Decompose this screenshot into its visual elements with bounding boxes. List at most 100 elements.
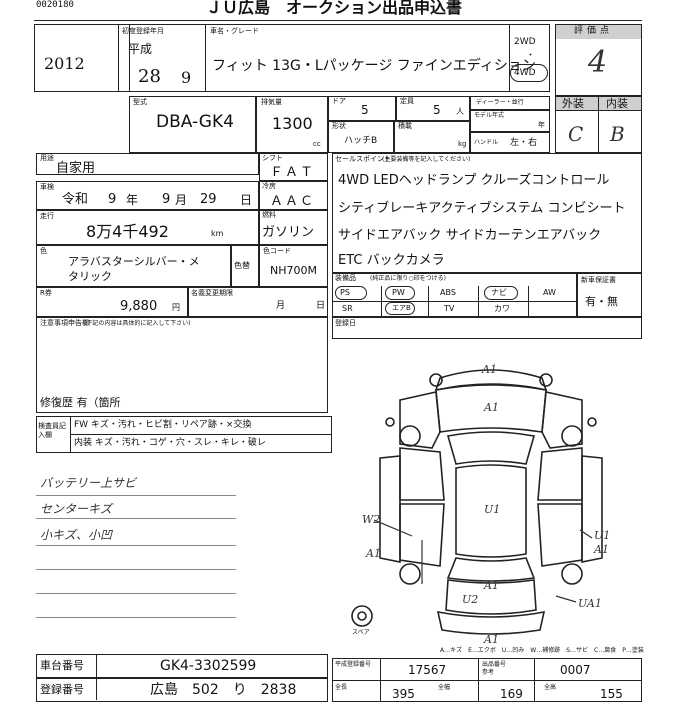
- selling-points-label: セールスポイント: [335, 155, 391, 163]
- color-value-line1: アラバスターシルバー・メ: [68, 255, 200, 268]
- damage-legend: A…キズ E…エクボ U…凹み W…補修跡 S…サビ C…腐食 P…塗装: [440, 647, 644, 654]
- aircon-box: [259, 181, 328, 210]
- selling-point-4: ETC バックカメラ: [338, 253, 445, 268]
- shift-value: ＦＡＴ: [270, 165, 316, 180]
- inspection-year-unit: 年: [126, 193, 139, 207]
- equip-sr: SR: [342, 304, 353, 313]
- interior-grade: B: [610, 122, 625, 146]
- equip-airbag: エアB: [392, 304, 411, 312]
- bottom-label-5: 全高: [544, 684, 557, 691]
- body-form-box: [328, 121, 394, 153]
- model-name-label: 車名・グレード: [210, 27, 259, 35]
- fuel-box: [259, 210, 328, 245]
- drive-dot: ・: [526, 51, 536, 61]
- mark-front-bumper: A1: [482, 363, 497, 376]
- selling-point-3: サイドエアバック サイドカーテンエアバック: [338, 228, 602, 243]
- drive-4wd: 4WD: [514, 68, 536, 78]
- aircon-label: 冷房: [262, 182, 276, 190]
- capacity-label: 定員: [400, 97, 414, 105]
- selling-points-hint: (主要装備等を記入してください): [382, 156, 471, 163]
- aircon-value: ＡＡＣ: [270, 194, 316, 209]
- displacement-box: [256, 96, 328, 153]
- new-car-warranty-box: [577, 273, 642, 317]
- equip-leather: カワ: [494, 304, 510, 313]
- type-code-value: DBA-GK4: [156, 112, 234, 132]
- color-value-line2: タリック: [68, 270, 112, 283]
- first-reg-month: 9: [181, 68, 192, 87]
- equip-pw: PW: [392, 288, 405, 297]
- mileage-label: 走行: [40, 212, 54, 220]
- rating-label: 評価点: [574, 26, 614, 36]
- rating-box: [555, 24, 642, 96]
- bottom-label-4: 全幅: [438, 684, 451, 691]
- car-damage-diagram: [351, 369, 603, 635]
- body-form-value: ハッチB: [344, 136, 378, 146]
- name-change-month: 月: [276, 301, 286, 311]
- color-code-box: [259, 245, 328, 287]
- selling-point-1: 4WD LEDヘッドランプ クルーズコントロール: [338, 173, 610, 188]
- color-box: [36, 245, 231, 287]
- load-label: 積載: [398, 122, 412, 130]
- inspection-month-unit: 月: [175, 193, 188, 207]
- bottom-value-4: 169: [500, 687, 523, 701]
- first-reg-label: 初度登録年月: [122, 27, 164, 35]
- displacement-value: 1300: [272, 114, 313, 133]
- first-reg-era: 平成: [128, 42, 153, 56]
- chassis-value: GK4-3302599: [160, 658, 257, 674]
- recycle-unit: 円: [172, 303, 180, 312]
- recycle-box: [36, 287, 188, 317]
- new-car-warranty-value: 有・無: [585, 295, 618, 308]
- inspection-day: 29: [200, 192, 217, 207]
- recycle-label: R券: [40, 289, 52, 297]
- defects-row-1: FW キズ・汚れ・ヒビ割・リペア跡・×交換: [74, 420, 252, 430]
- displacement-unit: cc: [313, 140, 321, 148]
- inspector-label: 検査員記入欄: [38, 422, 66, 439]
- mark-right-rear: A1: [594, 543, 609, 556]
- capacity-unit: 人: [456, 107, 464, 116]
- bottom-value-3: 395: [392, 687, 415, 701]
- fuel-value: ガソリン: [262, 225, 315, 240]
- year-box: [34, 24, 130, 92]
- drive-4wd-circle: [510, 64, 548, 82]
- type-code-box: [129, 96, 256, 153]
- handle-value: 左・右: [510, 138, 538, 148]
- inspection-month: 9: [162, 192, 171, 207]
- inspection-year: 9: [108, 192, 117, 207]
- dealer-label: ディーラー・並行: [476, 99, 524, 106]
- inspection-era: 令和: [62, 192, 89, 207]
- recycle-value: 9,880: [120, 299, 158, 314]
- type-code-label: 型式: [133, 98, 147, 106]
- handwritten-note-3: 小キズ、小凹: [40, 528, 113, 542]
- defects-row-2: 内装 キズ・汚れ・コゲ・穴・スレ・キレ・破レ: [74, 438, 266, 448]
- mileage-box: [36, 210, 259, 245]
- interior-label: 内装: [606, 97, 628, 110]
- dealer-box: [470, 96, 550, 110]
- paint-change-label: 色替: [234, 261, 250, 270]
- equip-abs: ABS: [440, 288, 456, 297]
- load-unit: kg: [458, 140, 467, 148]
- color-code-label: 色コード: [263, 247, 291, 255]
- load-box: [394, 121, 470, 153]
- shift-box: [259, 153, 328, 181]
- color-label: 色: [40, 247, 47, 255]
- reg-date-label: 登録日: [335, 319, 356, 327]
- selling-point-2: シティブレーキアクティブシステム コンビシート: [338, 201, 626, 216]
- displacement-label: 排気量: [261, 98, 282, 106]
- bottom-value-1: 17567: [408, 663, 447, 677]
- serial-number: 0020180: [36, 0, 74, 10]
- spare-label: スペア: [352, 629, 370, 636]
- mark-rear: A1: [484, 633, 499, 646]
- inspection-day-unit: 日: [240, 193, 253, 207]
- equipment-hint: (純正品に限り○印をつける): [370, 275, 446, 282]
- drive-box: [509, 24, 550, 92]
- model-year-label: モデル年式: [474, 112, 505, 119]
- reg-date-box: [332, 317, 642, 339]
- bottom-label-6: 参考: [482, 669, 495, 676]
- mark-left-side: W2: [362, 513, 381, 526]
- mileage-unit: km: [211, 229, 224, 238]
- exterior-label: 外装: [562, 97, 584, 110]
- mark-roof: U1: [484, 503, 501, 516]
- plate-label: 登録番号: [40, 683, 84, 696]
- shift-label: シフト: [262, 154, 283, 162]
- form-title: ＪＵ広島 オークション出品申込書: [206, 0, 463, 17]
